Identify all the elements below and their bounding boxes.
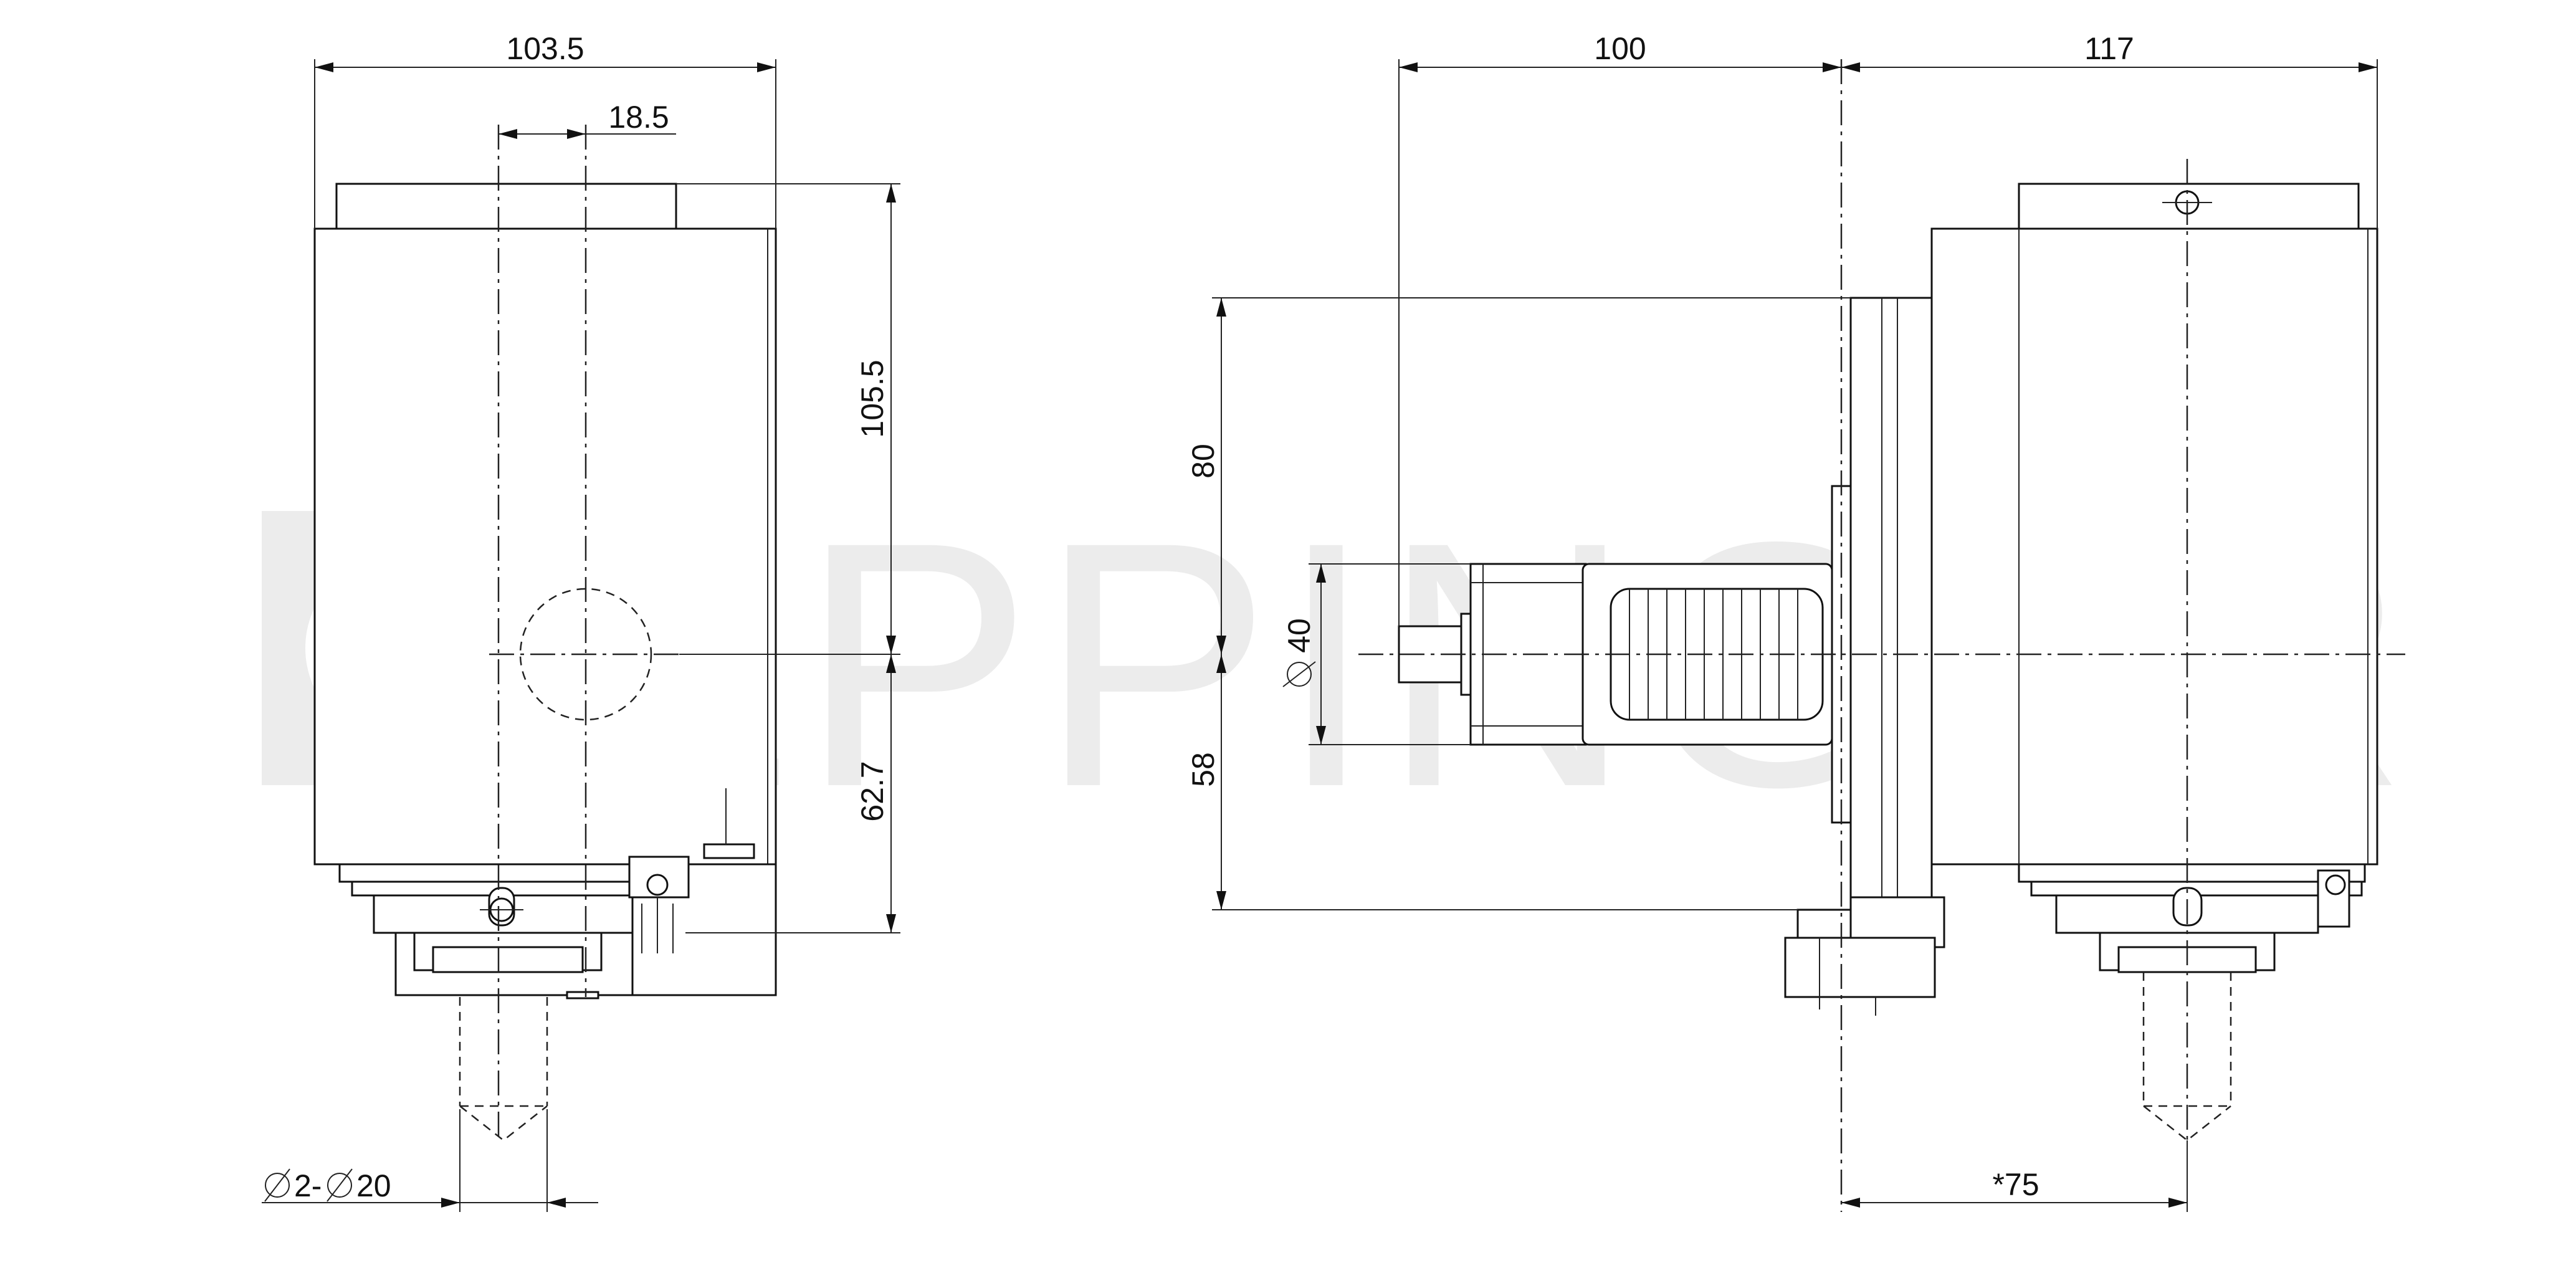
dim-left-offset-label: 18.5 xyxy=(608,100,669,135)
dim-left-upper-height: 105.5 xyxy=(676,183,900,655)
dim-left-lower-height: 62.7 xyxy=(685,654,900,933)
diameter-icon xyxy=(264,1168,290,1202)
dim-right-body-width-label: 117 xyxy=(2084,31,2134,66)
right-mounting-plate xyxy=(1849,297,1933,935)
dim-right-shank-length: 100 xyxy=(1398,31,1841,626)
right-lower-clamp xyxy=(1784,937,1936,998)
dim-right-offset-label: *75 xyxy=(1992,1167,2039,1202)
dim-left-upper-height-label: 105.5 xyxy=(855,360,890,437)
right-main-body xyxy=(1930,227,2378,866)
dim-left-width: 103.5 xyxy=(314,31,776,229)
dim-left-width-label: 103.5 xyxy=(506,31,584,66)
right-view: 100 117 80 58 xyxy=(1186,31,2405,1212)
dim-right-shank-length-label: 100 xyxy=(1594,31,1646,66)
dim-right-upper-height: 80 xyxy=(1186,297,1851,654)
dim-left-drill: 2- 20 xyxy=(262,1109,598,1212)
diameter-icon xyxy=(327,1168,353,1202)
dim-right-lower-height: 58 xyxy=(1186,654,1798,910)
dim-left-lower-height-label: 62.7 xyxy=(855,761,890,821)
left-view: 103.5 18.5 105.5 62.7 xyxy=(262,31,900,1212)
dim-right-body-width: 117 xyxy=(1841,31,2378,229)
left-main-body xyxy=(313,227,777,866)
dim-right-offset: *75 xyxy=(1841,1140,2188,1212)
dim-left-offset: 18.5 xyxy=(499,100,676,139)
left-top-cap xyxy=(335,183,677,230)
dim-right-upper-height-label: 80 xyxy=(1186,444,1221,479)
dim-right-lower-height-label: 58 xyxy=(1186,752,1221,787)
diameter-icon xyxy=(1282,661,1316,687)
dim-right-shank-dia: 40 xyxy=(1282,563,1471,745)
dim-left-drill-tail-label: 20 xyxy=(356,1168,391,1203)
dim-right-shank-dia-label: 40 xyxy=(1282,618,1317,653)
left-hidden-bore xyxy=(519,588,652,721)
dim-left-drill-label: 2- xyxy=(294,1168,322,1203)
